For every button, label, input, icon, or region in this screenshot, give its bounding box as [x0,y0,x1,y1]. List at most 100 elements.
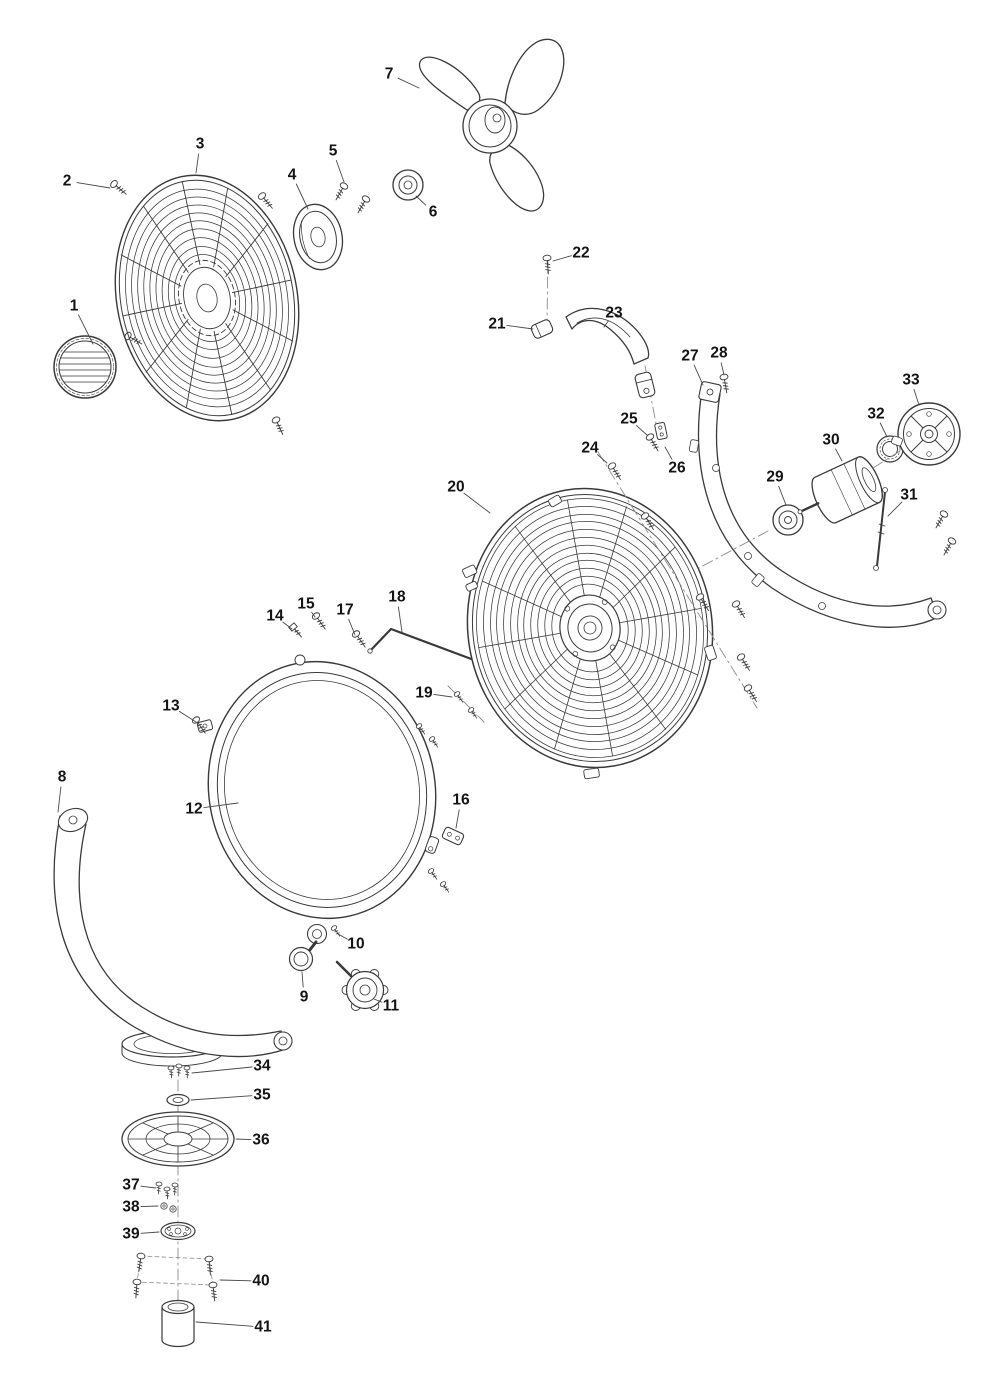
pivot-knobs [288,924,389,1011]
part-number-6: 6 [429,204,438,221]
part-number-40: 40 [252,1273,269,1290]
motor [797,456,883,524]
leader-line-22 [552,255,572,262]
leader-line-38 [140,1205,159,1208]
blade-nut [392,169,424,201]
frame-screws [597,451,761,709]
part-number-33: 33 [902,372,920,389]
base-plate [121,1111,235,1167]
leader-line-1 [78,314,94,345]
leader-line-21 [506,324,534,330]
plate-screws [154,1181,179,1213]
part-number-15: 15 [297,596,315,613]
part-number-18: 18 [388,589,406,606]
part-number-4: 4 [288,167,297,184]
mount-screws [131,1252,220,1302]
pivot-screws [167,1063,191,1079]
part-number-21: 21 [488,316,506,333]
rear-grille [462,487,717,780]
part-number-27: 27 [681,348,698,365]
part-number-7: 7 [385,66,394,83]
leader-line-34 [191,1066,253,1074]
part-number-22: 22 [572,245,589,262]
handle-end-cap [530,319,554,339]
part-number-32: 32 [867,406,884,423]
part-number-17: 17 [336,602,353,619]
part-number-12: 12 [185,801,202,818]
leader-line-36 [235,1138,252,1141]
part-number-24: 24 [581,440,599,457]
part-number-37: 37 [122,1177,139,1194]
ring-screws [190,610,480,895]
leader-line-40 [219,1279,252,1282]
leader-line-3 [195,153,200,174]
blade-screws [332,181,372,216]
fan-blade [418,38,565,212]
leader-line-7 [397,77,420,89]
spacer-sleeve [161,1299,195,1348]
part-number-23: 23 [605,305,623,322]
callout-layer: 1234567891011121314151617181920212223242… [57,66,920,1336]
part-number-38: 38 [122,1199,140,1216]
leader-line-32 [879,422,888,438]
leader-line-18 [397,606,403,633]
leader-line-27 [693,364,704,386]
logo-cap [53,335,117,399]
leader-line-2 [76,182,111,189]
part-number-34: 34 [253,1058,271,1075]
part-number-28: 28 [710,345,728,362]
link-rod [367,627,476,662]
leader-line-16 [455,809,460,829]
leader-line-10 [337,933,348,940]
part-number-11: 11 [383,998,400,1015]
leader-line-25 [636,425,648,436]
part-number-31: 31 [900,487,918,504]
leader-line-33 [913,389,920,406]
leader-line-19 [433,693,453,698]
leader-line-4 [295,183,309,210]
leader-line-24 [597,454,608,464]
leader-line-15 [311,611,316,618]
leader-line-14 [282,621,293,630]
leader-line-12 [203,802,239,809]
spinner-hub-ring [292,203,344,271]
shaft-rod [873,487,888,571]
bearing-plate [160,1221,196,1241]
base-stack [121,1063,235,1348]
leader-line-23 [603,320,609,328]
part-number-13: 13 [162,698,180,715]
bracket-screws [644,373,958,558]
front-grille [114,174,300,422]
leader-line-5 [335,159,345,183]
part-number-26: 26 [668,460,686,477]
leader-line-26 [664,446,673,460]
part-number-3: 3 [196,136,205,153]
motor-bracket-arc [688,381,947,628]
leader-line-31 [887,501,903,517]
leader-line-28 [720,362,725,376]
part-number-10: 10 [347,936,364,953]
clip-bracket [441,826,465,846]
part-number-36: 36 [252,1132,270,1149]
leader-line-39 [140,1231,160,1234]
switch-piece [654,422,668,440]
leader-line-20 [463,492,491,514]
part-number-2: 2 [63,173,72,190]
part-number-39: 39 [122,1226,140,1243]
part-number-25: 25 [620,411,638,428]
part-number-35: 35 [253,1087,271,1104]
leader-line-11 [373,998,383,1003]
part-number-19: 19 [415,685,433,702]
part-number-8: 8 [58,769,67,786]
leader-line-6 [415,195,427,206]
leader-line-37 [140,1185,157,1189]
part-number-9: 9 [300,989,309,1006]
leader-line-35 [190,1095,253,1101]
bearing-washer [166,1093,190,1107]
leader-line-9 [301,971,304,988]
part-number-5: 5 [329,143,338,160]
part-number-14: 14 [266,608,284,625]
rear-motor-cover [891,402,961,466]
